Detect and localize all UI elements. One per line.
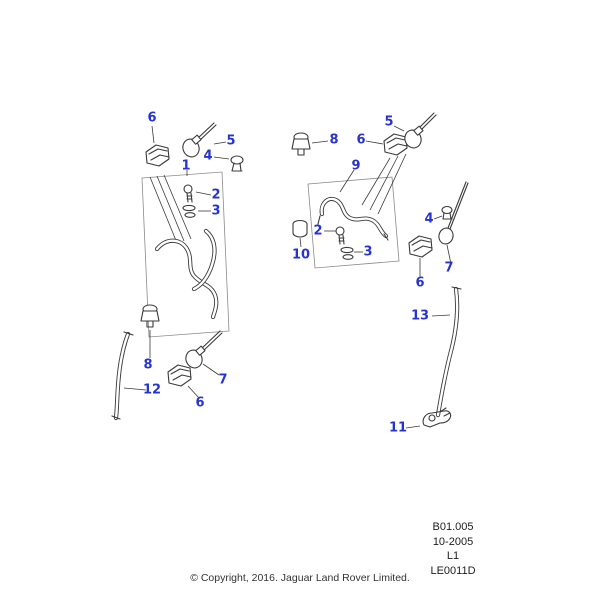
bolt-drawing-right bbox=[335, 226, 345, 245]
jet-drawing-right bbox=[441, 205, 453, 220]
clip-drawing-right-top bbox=[383, 133, 408, 156]
clip-drawing-left-top bbox=[145, 144, 170, 167]
leader-line bbox=[405, 425, 421, 429]
clip-drawing-11 bbox=[422, 407, 452, 428]
leader-line bbox=[299, 237, 302, 248]
drawing-code: LE0011D bbox=[430, 564, 476, 577]
callout-6-left-top: 6 bbox=[147, 110, 157, 126]
callout-8-right: 8 bbox=[329, 132, 339, 148]
callout-4-left: 4 bbox=[203, 148, 213, 164]
clip-drawing-left-bottom bbox=[167, 364, 192, 387]
detail-box-left bbox=[141, 171, 230, 338]
leader-line bbox=[163, 174, 192, 240]
leader-line bbox=[431, 314, 451, 317]
callout-6-left-bottom: 6 bbox=[195, 395, 205, 411]
callout-2-left: 2 bbox=[211, 187, 221, 203]
callout-4-right: 4 bbox=[424, 211, 434, 227]
callout-5-right: 5 bbox=[384, 114, 394, 130]
washer-jet-drawing-right bbox=[291, 132, 311, 156]
leader-line bbox=[377, 153, 407, 215]
leader-line bbox=[365, 140, 384, 145]
sheet-code: B01.005 bbox=[432, 521, 474, 533]
hose-drawing-left bbox=[154, 228, 219, 320]
callout-6-right-top: 6 bbox=[356, 132, 366, 148]
leader-line bbox=[202, 363, 220, 376]
leader-line bbox=[151, 125, 155, 144]
leader-line bbox=[156, 175, 185, 242]
callout-2-right: 2 bbox=[313, 223, 323, 239]
callout-9: 9 bbox=[351, 158, 361, 174]
cable-tie-drawing-right bbox=[438, 181, 469, 245]
callout-1: 1 bbox=[181, 158, 191, 174]
callout-10: 10 bbox=[291, 247, 311, 263]
cap-drawing bbox=[292, 219, 308, 238]
leader-line bbox=[213, 156, 230, 160]
callout-11: 11 bbox=[388, 420, 408, 436]
leader-line bbox=[433, 215, 443, 220]
cable-tie-drawing-left-top bbox=[182, 122, 217, 158]
hose-drawing-13 bbox=[435, 286, 462, 418]
callout-8-left: 8 bbox=[143, 357, 153, 373]
callout-13: 13 bbox=[410, 308, 430, 324]
callout-7-left: 7 bbox=[218, 372, 228, 388]
callout-6-right-mid: 6 bbox=[415, 275, 425, 291]
leader-line bbox=[369, 155, 399, 211]
leader-line bbox=[361, 157, 391, 206]
leader-line bbox=[149, 176, 178, 244]
leader-line bbox=[195, 191, 212, 196]
leader-line bbox=[311, 140, 329, 144]
washer-jet-drawing-left bbox=[140, 304, 160, 328]
bolt-drawing-left bbox=[183, 184, 193, 203]
callout-3-right: 3 bbox=[363, 244, 373, 260]
jet-drawing-left-top bbox=[230, 155, 244, 172]
clip-drawing-right-mid bbox=[408, 235, 433, 258]
callout-5-left-top: 5 bbox=[226, 133, 236, 149]
callout-7-right: 7 bbox=[444, 260, 454, 276]
cable-tie-drawing-right-top bbox=[404, 112, 437, 149]
leader-line bbox=[213, 141, 227, 145]
cable-tie-drawing-left-bottom bbox=[185, 330, 223, 369]
leader-line bbox=[393, 125, 405, 132]
date-code: 10-2005 bbox=[432, 535, 474, 548]
callout-3-left: 3 bbox=[211, 203, 221, 219]
detail-box-right bbox=[307, 176, 400, 269]
copyright-notice: © Copyright, 2016. Jaguar Land Rover Lim… bbox=[190, 572, 410, 584]
washer-drawing-right bbox=[340, 246, 354, 260]
hose-drawing-12 bbox=[111, 331, 134, 421]
drawing-code-block: B01.005 10-2005 L1 LE0011D bbox=[408, 520, 498, 578]
callout-12: 12 bbox=[142, 382, 162, 398]
leader-line bbox=[339, 169, 355, 193]
washer-drawing-left bbox=[182, 204, 196, 218]
leader-line bbox=[123, 387, 147, 391]
hose-drawing-right bbox=[317, 196, 389, 241]
leader-line bbox=[187, 385, 200, 399]
level-code: L1 bbox=[446, 550, 460, 562]
leader-line bbox=[446, 244, 452, 265]
